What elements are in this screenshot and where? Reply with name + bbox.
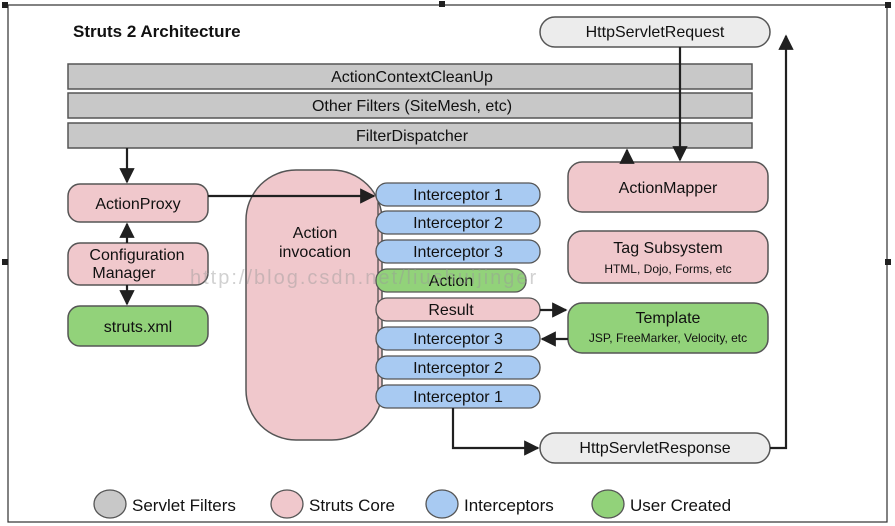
action-label: Action	[429, 273, 473, 290]
interceptor-2-label: Interceptor 2	[413, 215, 503, 232]
interceptor-1-node	[375, 182, 541, 207]
legend-struts-core-swatch	[270, 489, 304, 519]
http-servlet-request-node	[539, 16, 771, 48]
interceptor-1-return-node	[375, 384, 541, 409]
tag-subsystem-subtitle: HTML, Dojo, Forms, etc	[604, 262, 731, 276]
filter-action-context-cleanup	[67, 63, 753, 90]
legend-servlet-filters-swatch	[93, 489, 127, 519]
action-invocation-line1: Action	[293, 225, 337, 242]
interceptor-1-return-label: Interceptor 1	[413, 389, 503, 406]
template-title: Template	[636, 310, 701, 327]
tag-subsystem-node	[567, 230, 769, 284]
filter-dispatcher	[67, 122, 753, 149]
filter-other-filters-label: Other Filters (SiteMesh, etc)	[312, 98, 512, 115]
filter-action-context-cleanup-label: ActionContextCleanUp	[331, 69, 493, 86]
interceptor-3-node	[375, 239, 541, 264]
interceptor-1-label: Interceptor 1	[413, 187, 503, 204]
legend-interceptors-label: Interceptors	[464, 496, 554, 515]
interceptor-2-return-node	[375, 355, 541, 380]
configuration-manager-node	[67, 242, 209, 286]
frame-handle	[439, 1, 445, 7]
struts-xml-label: struts.xml	[104, 319, 172, 336]
configuration-manager-line1: Configuration	[89, 247, 184, 264]
interceptor-2-node	[375, 210, 541, 235]
action-invocation-node	[245, 169, 383, 441]
diagram-title: Struts 2 Architecture	[73, 22, 241, 41]
action-proxy-label: ActionProxy	[95, 196, 180, 213]
configuration-manager-line2: Manager	[92, 265, 156, 282]
template-subtitle: JSP, FreeMarker, Velocity, etc	[589, 331, 747, 345]
interceptor-3-return-node	[375, 326, 541, 351]
arrow-interceptor-to-response	[451, 408, 540, 456]
struts-xml-node	[67, 305, 209, 347]
action-invocation-line2: invocation	[279, 244, 351, 261]
action-node	[375, 268, 527, 293]
action-proxy-node	[67, 183, 209, 223]
interceptor-2-return-label: Interceptor 2	[413, 360, 503, 377]
http-servlet-response-label: HttpServletResponse	[579, 440, 730, 457]
result-label: Result	[428, 302, 474, 319]
action-mapper-node	[567, 161, 769, 213]
filter-dispatcher-label: FilterDispatcher	[356, 128, 469, 145]
interceptor-3-label: Interceptor 3	[413, 244, 503, 261]
frame-handle	[2, 2, 8, 8]
watermark-text: http://blog.csdn.net/liushuijinger	[190, 267, 538, 289]
legend-struts-core-label: Struts Core	[309, 496, 395, 515]
frame-handle	[885, 2, 891, 8]
legend: Servlet Filters Struts Core Interceptors…	[93, 489, 731, 519]
interceptor-3-return-label: Interceptor 3	[413, 331, 503, 348]
arrow-response-up	[770, 34, 794, 450]
tag-subsystem-title: Tag Subsystem	[613, 240, 722, 257]
legend-servlet-filters-label: Servlet Filters	[132, 496, 236, 515]
legend-interceptors-swatch	[425, 489, 459, 519]
frame-handle	[885, 259, 891, 265]
legend-user-created-swatch	[591, 489, 625, 519]
template-node	[567, 302, 769, 354]
http-servlet-request-label: HttpServletRequest	[586, 24, 725, 41]
action-mapper-label: ActionMapper	[619, 180, 718, 197]
legend-user-created-label: User Created	[630, 496, 731, 515]
filter-other-filters	[67, 92, 753, 119]
frame-handle	[2, 259, 8, 265]
